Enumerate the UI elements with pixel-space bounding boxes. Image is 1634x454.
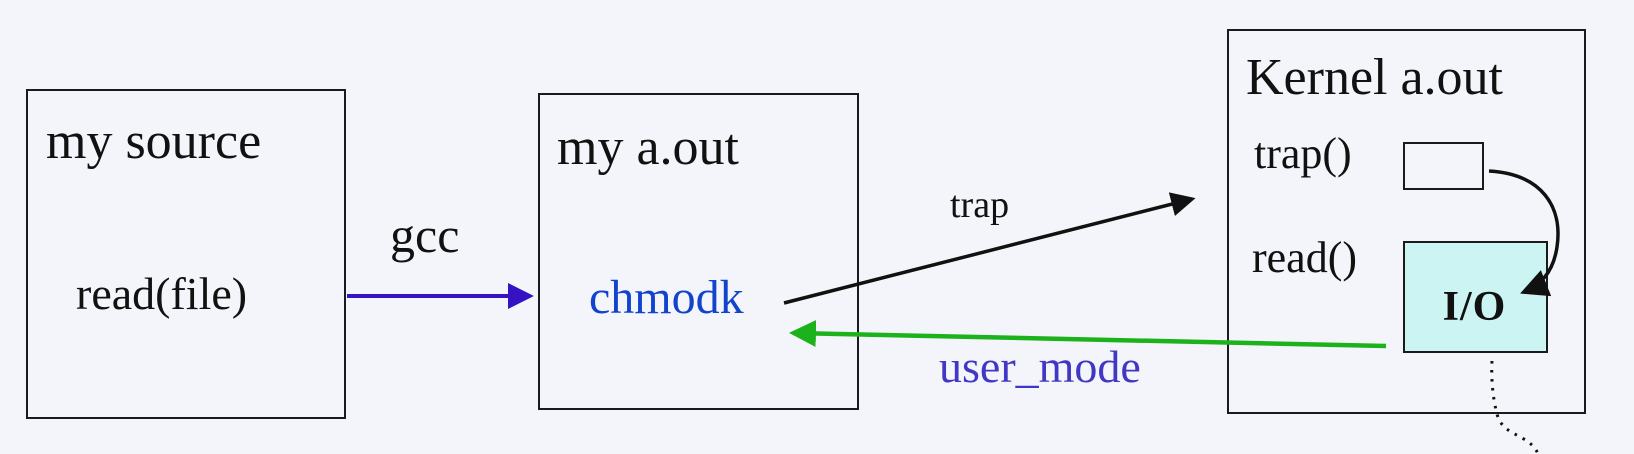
- user-mode-arrow-label: user_mode: [939, 341, 1141, 392]
- read-file-call-label: read(file): [76, 268, 248, 319]
- kernel-trap-slot-rect: [1403, 142, 1484, 190]
- kernel-aout-title: Kernel a.out: [1246, 49, 1504, 106]
- my-aout-title: my a.out: [557, 119, 739, 176]
- io-dotted-exit-line: [1490, 360, 1540, 454]
- my-aout-box: [538, 93, 859, 410]
- trap-fn-label: trap(): [1254, 129, 1352, 178]
- kernel-io-box: [1403, 241, 1548, 353]
- io-label: I/O: [1442, 284, 1507, 330]
- chmodk-symbol-label: chmodk: [589, 271, 744, 324]
- user-mode-arrow: [788, 320, 1387, 349]
- trap-arrow-label: trap: [950, 184, 1010, 226]
- trap-to-io-curve-arrow: [1488, 169, 1560, 297]
- trap-arrow: [783, 192, 1196, 305]
- my-source-title: my source: [46, 113, 262, 170]
- kernel-aout-box: [1227, 29, 1586, 414]
- gcc-arrow-label: gcc: [390, 207, 460, 263]
- read-fn-label: read(): [1252, 233, 1358, 282]
- my-source-box: [26, 89, 346, 419]
